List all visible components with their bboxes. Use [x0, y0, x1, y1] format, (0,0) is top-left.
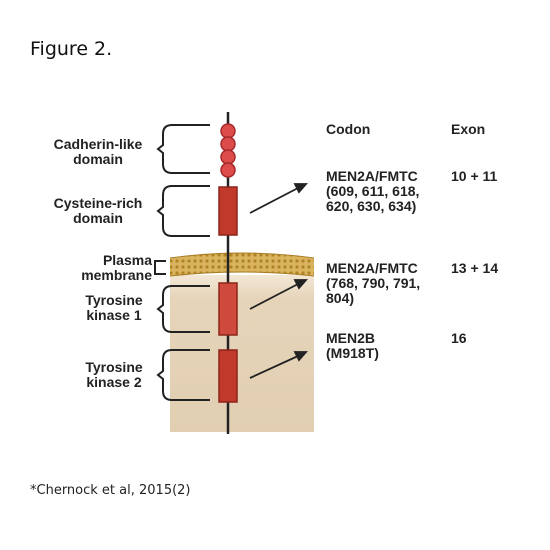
cadherin-domain-label: Cadherin-like domain	[53, 136, 143, 167]
cysteine-domain-label: Cysteine-rich domain	[53, 195, 143, 226]
exon-value: 13 + 14	[451, 260, 499, 276]
codon-header: Codon	[326, 121, 371, 137]
mutation-entry: MEN2B (M918T)	[326, 330, 379, 361]
exon-value: 16	[451, 330, 467, 346]
domain-brackets	[154, 124, 210, 401]
cytoplasm-region	[170, 275, 314, 432]
plasma-membrane-label: Plasma membrane	[81, 252, 152, 283]
exon-value: 10 + 11	[451, 168, 498, 184]
exon-header: Exon	[451, 121, 486, 137]
tyrosine-kinase-2-rect	[218, 349, 238, 403]
mutation-arrows	[249, 183, 308, 379]
citation-footnote: *Chernock et al, 2015(2)	[30, 483, 191, 498]
figure-title: Figure 2.	[30, 38, 113, 60]
tyrosine-kinase-2-label: Tyrosine kinase 2	[85, 359, 143, 390]
cadherin-circles	[220, 123, 236, 178]
tyrosine-kinase-1-rect	[218, 282, 238, 336]
plasma-membrane-band	[170, 253, 314, 276]
tyrosine-kinase-1-label: Tyrosine kinase 1	[85, 292, 143, 323]
mutation-entry: MEN2A/FMTC (768, 790, 791, 804)	[326, 260, 421, 306]
mutation-entry: MEN2A/FMTC (609, 611, 618, 620, 630, 634…	[326, 168, 420, 214]
cysteine-rich-rect	[218, 186, 238, 236]
